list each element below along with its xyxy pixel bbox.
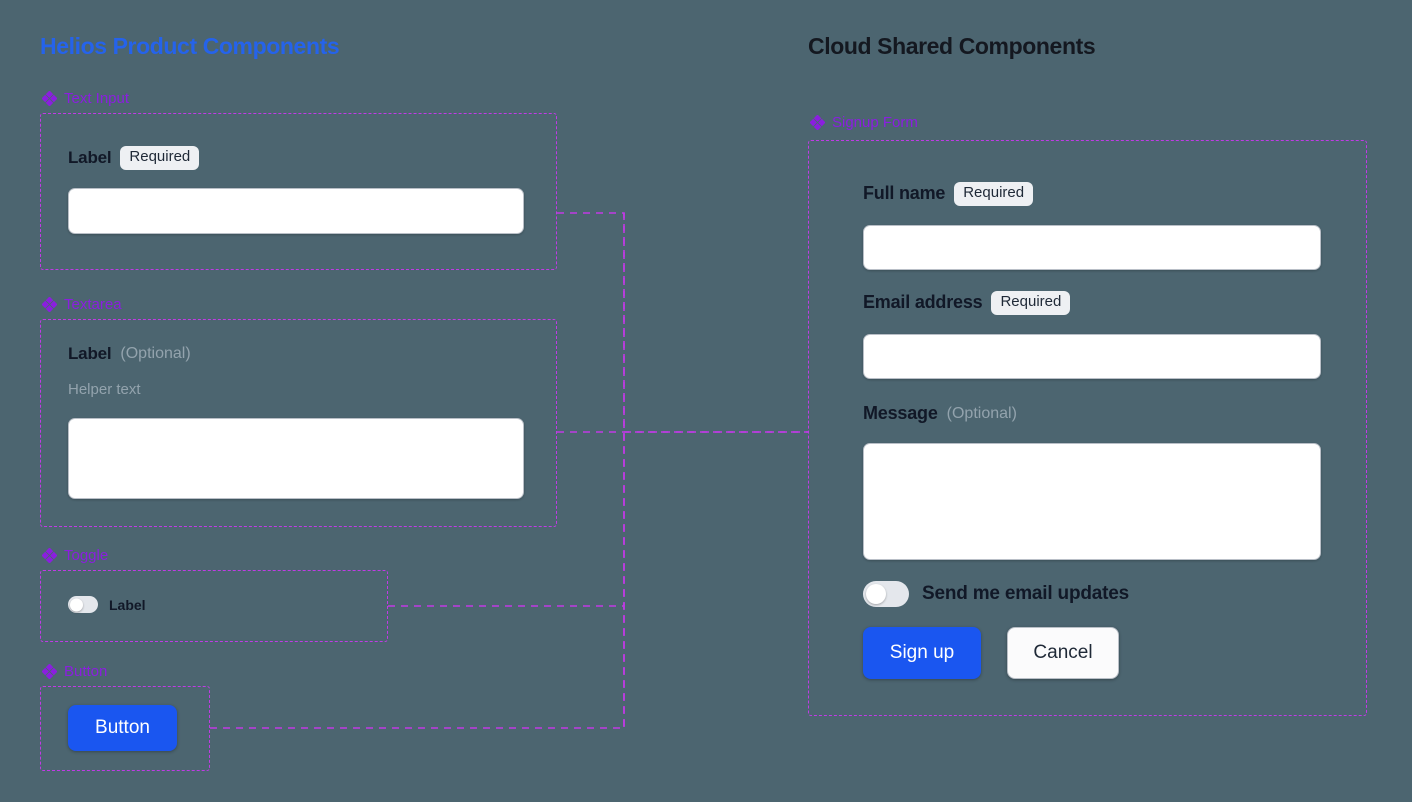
text-input-required-badge: Required	[120, 146, 200, 170]
email-label-row: Email address Required	[863, 291, 1071, 315]
message-label-row: Message (Optional)	[863, 403, 1017, 424]
message-label: Message	[863, 403, 938, 423]
components-diamond-icon	[42, 91, 57, 106]
textarea-wrapper	[68, 418, 524, 499]
text-input-label-row: Label Required	[68, 146, 200, 170]
toggle-switch[interactable]	[68, 596, 98, 613]
textarea-helper-text: Helper text	[68, 381, 141, 398]
full-name-required-badge: Required	[954, 182, 1034, 206]
section-label-text: Textarea	[64, 296, 122, 313]
cancel-button[interactable]: Cancel	[1007, 627, 1119, 679]
email-required-badge: Required	[991, 291, 1071, 315]
full-name-input[interactable]	[863, 225, 1321, 270]
left-panel-title: Helios Product Components	[40, 33, 340, 59]
components-diamond-icon	[42, 664, 57, 679]
section-label-text: Signup Form	[832, 114, 918, 131]
component-frame-text-input	[40, 113, 557, 270]
section-label-text-input: Text Input	[42, 90, 129, 107]
full-name-label-row: Full name Required	[863, 182, 1034, 206]
right-panel-title: Cloud Shared Components	[808, 33, 1096, 59]
message-textarea[interactable]	[863, 443, 1321, 560]
textarea-optional-tag: (Optional)	[120, 345, 191, 362]
textarea-label-row: Label (Optional)	[68, 344, 191, 364]
email-updates-knob	[866, 584, 886, 604]
email-label: Email address	[863, 292, 983, 313]
components-diamond-icon	[42, 297, 57, 312]
toggle-knob	[70, 598, 83, 611]
email-input[interactable]	[863, 334, 1321, 379]
component-frame-signup-form	[808, 140, 1367, 716]
components-diamond-icon	[42, 548, 57, 563]
message-wrapper	[863, 443, 1321, 560]
sign-up-button[interactable]: Sign up	[863, 627, 981, 679]
section-label-text: Button	[64, 663, 108, 680]
text-input-label: Label	[68, 147, 112, 167]
message-optional-tag: (Optional)	[946, 404, 1017, 422]
connector-text-input	[557, 212, 808, 433]
section-label-toggle: Toggle	[42, 547, 108, 564]
textarea-label: Label	[68, 344, 112, 363]
toggle-label: Label	[109, 596, 146, 613]
section-label-text: Text Input	[64, 90, 130, 107]
demo-button[interactable]: Button	[68, 705, 177, 751]
email-updates-label: Send me email updates	[922, 583, 1129, 604]
full-name-label: Full name	[863, 183, 946, 204]
section-label-textarea: Textarea	[42, 296, 122, 313]
section-label-text: Toggle	[64, 547, 109, 564]
email-updates-switch[interactable]	[863, 581, 909, 607]
component-frame-button	[40, 686, 210, 771]
components-diamond-icon	[810, 115, 825, 130]
textarea-field[interactable]	[68, 418, 524, 499]
toggle-row[interactable]: Label	[68, 596, 146, 613]
section-label-signup-form: Signup Form	[810, 114, 918, 131]
section-label-button: Button	[42, 663, 107, 680]
email-updates-toggle-row[interactable]: Send me email updates	[863, 581, 1129, 607]
text-input-field[interactable]	[68, 188, 524, 234]
